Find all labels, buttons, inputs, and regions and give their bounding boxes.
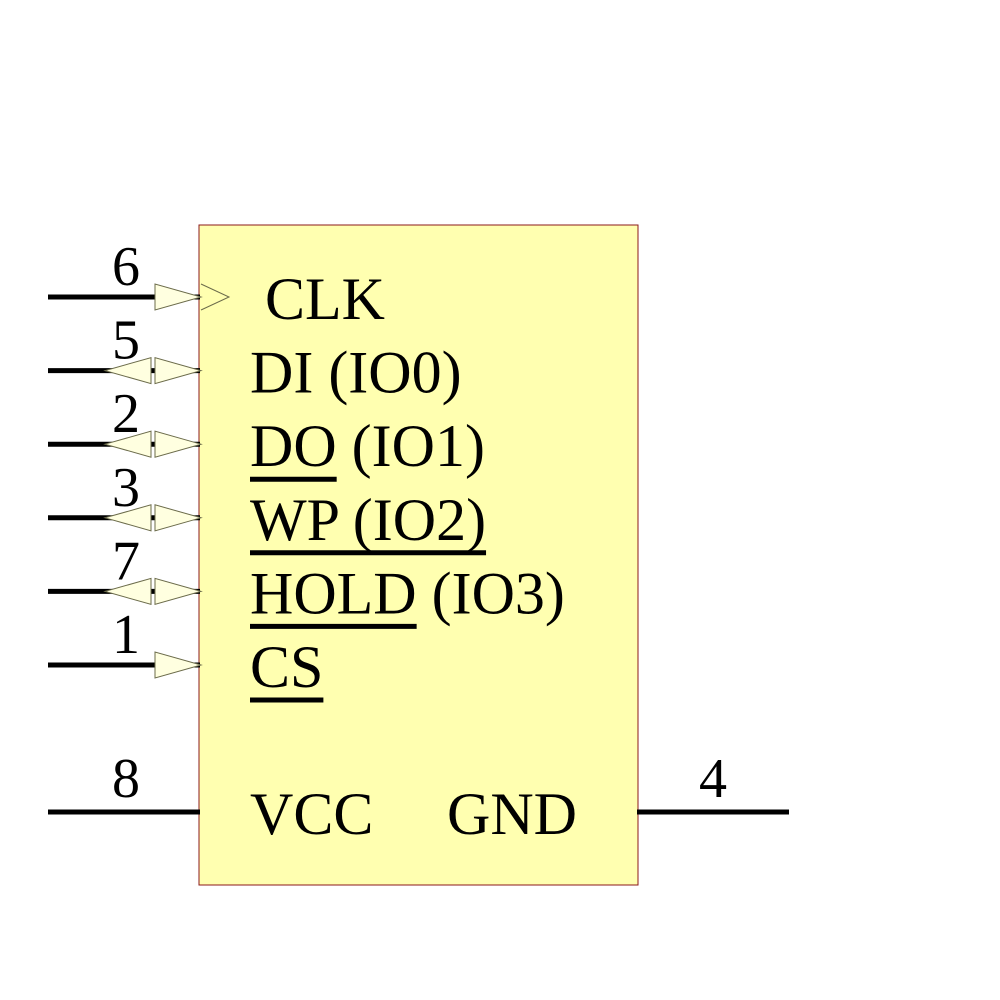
- arrow-in-icon: [154, 283, 203, 311]
- pin-name-part: (IO0): [313, 340, 461, 406]
- pin-name: WP (IO2): [250, 487, 486, 553]
- pin-number: 2: [112, 383, 140, 445]
- pin-name-part-inverted: DO: [250, 413, 337, 479]
- gnd-pin-number: 4: [699, 748, 727, 810]
- pin-name: CS: [250, 634, 323, 700]
- pin-number: 5: [112, 310, 140, 372]
- pin-name: CLK: [265, 266, 385, 332]
- arrow-out-icon: [103, 577, 152, 606]
- arrow-in-icon: [154, 430, 203, 458]
- pin-name-part: DI: [250, 340, 313, 406]
- pin-name-part-inverted: HOLD: [250, 560, 417, 626]
- vcc-pin-number: 8: [112, 748, 140, 810]
- pin-number: 3: [112, 457, 140, 519]
- pin-name-part-inverted: WP (IO2): [250, 487, 486, 553]
- pin-number: 7: [112, 530, 140, 592]
- pin-name: DI (IO0): [250, 340, 462, 406]
- clock-edge-icon: [200, 283, 231, 311]
- pin-6: 6 CLK: [48, 236, 385, 332]
- pin-name: DO (IO1): [250, 413, 485, 479]
- pin-2: 2 DO (IO1): [48, 383, 485, 482]
- arrow-out-icon: [103, 504, 152, 532]
- vcc-pin-name: VCC: [250, 781, 373, 847]
- pin-name-part: CLK: [265, 266, 385, 332]
- pin-name: HOLD (IO3): [250, 560, 565, 626]
- arrow-out-icon: [103, 430, 152, 458]
- pin-7: 7 HOLD (IO3): [48, 530, 565, 629]
- pin-1: 1 CS: [48, 604, 324, 703]
- pin-name-part-inverted: CS: [250, 634, 323, 700]
- arrow-in-icon: [154, 577, 203, 606]
- pin-3: 3 WP (IO2): [48, 457, 487, 556]
- arrow-in-icon: [154, 651, 203, 679]
- gnd-pin-name: GND: [447, 781, 577, 847]
- pin-number: 1: [112, 604, 140, 666]
- pin-number: 6: [112, 236, 140, 298]
- arrow-out-icon: [103, 356, 152, 385]
- pin-name-part: (IO3): [417, 560, 565, 626]
- pin-name-part: (IO1): [337, 413, 485, 479]
- pin-5: 5 DI (IO0): [48, 310, 462, 406]
- signal-pins: 6 CLK 5 DI (IO0) 2 DO (IO1) 3 WP (IO2) 7 HOLD (IO…: [48, 236, 565, 703]
- arrow-in-icon: [154, 356, 203, 385]
- arrow-in-icon: [154, 504, 203, 532]
